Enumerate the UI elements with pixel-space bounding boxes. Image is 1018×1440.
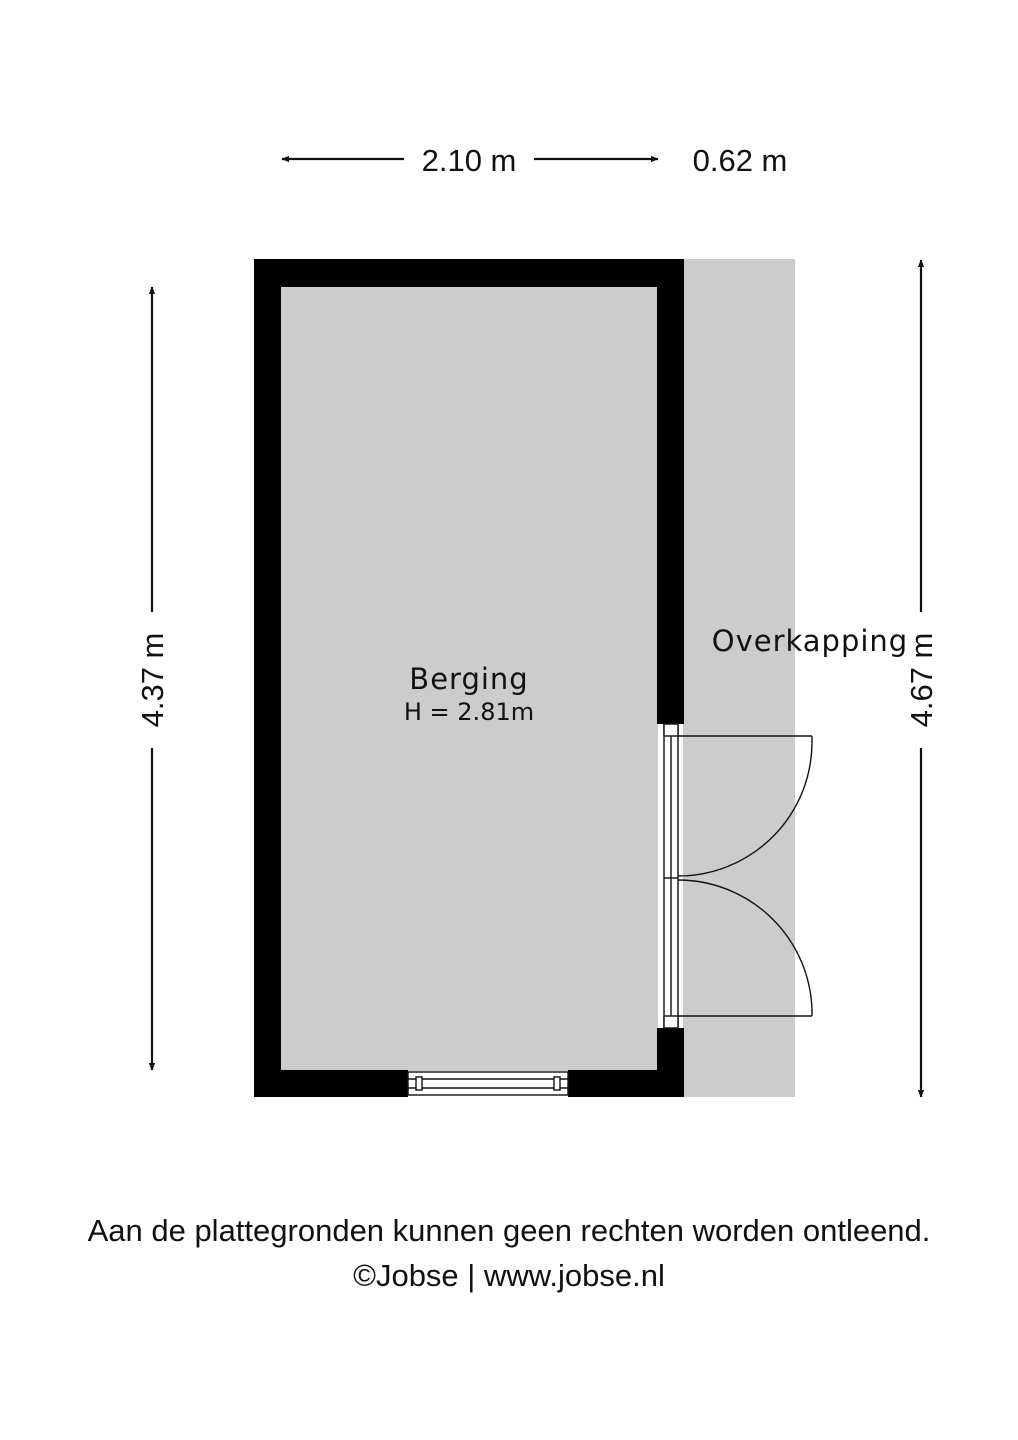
dim-top-width-label: 2.10 m xyxy=(422,143,517,178)
wall-bottom-right xyxy=(568,1070,684,1097)
wall-left xyxy=(254,259,281,1097)
wall-bottom-left xyxy=(254,1070,408,1097)
window-bottom xyxy=(407,1071,569,1096)
overkapping-area xyxy=(683,259,795,1097)
walls xyxy=(254,259,684,1097)
room-name-overkapping: Overkapping xyxy=(712,624,908,658)
room-name-berging: Berging xyxy=(409,662,528,696)
room-height-berging: H = 2.81m xyxy=(404,698,534,726)
wall-right-upper xyxy=(657,259,684,724)
dim-left-height-label: 4.37 m xyxy=(135,633,170,728)
wall-top xyxy=(254,259,684,287)
dim-top-extra-label: 0.62 m xyxy=(693,143,788,178)
copyright-text: ©Jobse | www.jobse.nl xyxy=(353,1258,665,1293)
dim-right-height-label: 4.67 m xyxy=(904,633,939,728)
disclaimer-text: Aan de plattegronden kunnen geen rechten… xyxy=(87,1213,931,1248)
double-door xyxy=(663,723,813,1029)
dimension-lines xyxy=(148,155,925,1098)
berging-floor xyxy=(280,286,658,1071)
